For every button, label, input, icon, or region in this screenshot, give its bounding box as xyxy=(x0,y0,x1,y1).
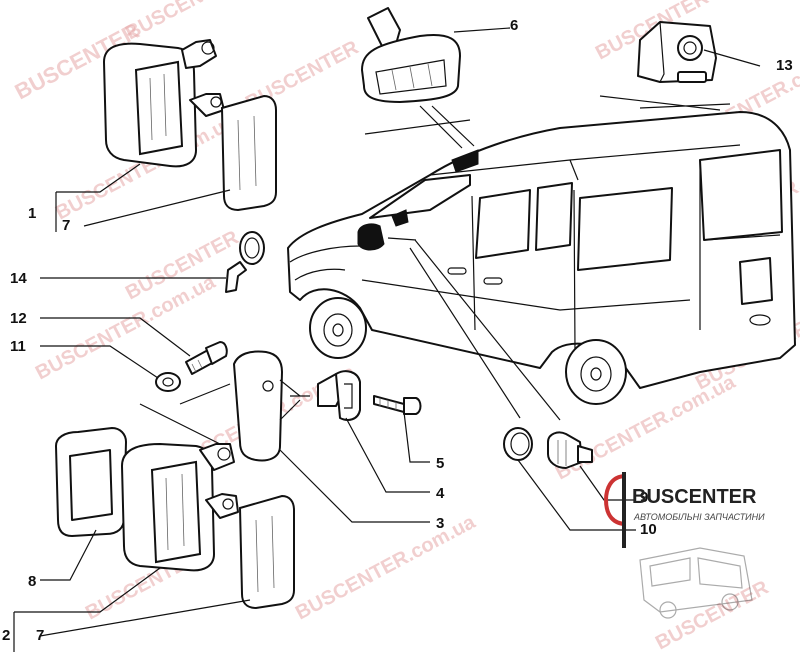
screw-part-5 xyxy=(373,395,422,415)
bolt-part-12 xyxy=(185,341,228,375)
housing-frame xyxy=(55,427,127,537)
callout-7: 7 xyxy=(62,217,70,234)
callout-labels: 1 7 14 12 11 6 13 5 4 3 9 10 8 2 7 xyxy=(2,17,793,644)
callout-13: 13 xyxy=(776,57,793,74)
watermark-text: BUSCENTER.com.ua xyxy=(292,511,480,625)
ring-part-10 xyxy=(503,427,533,461)
mirror-glass-bottom xyxy=(238,494,295,610)
callout-11: 11 xyxy=(10,338,26,355)
van-illustration xyxy=(287,111,796,421)
cover-part-3 xyxy=(233,350,301,462)
callout-9: 9 xyxy=(640,489,648,506)
mirror-glass-top xyxy=(220,94,277,212)
logo-brand: BUSCENTER xyxy=(632,486,757,508)
buscenter-logo: BUSCENTER АВТОМОБІЛЬНІ ЗАПЧАСТИНИ xyxy=(603,472,765,619)
mirror-bracket xyxy=(225,231,265,293)
leader-lines xyxy=(13,27,761,652)
callout-4: 4 xyxy=(436,485,445,502)
callout-8: 8 xyxy=(28,573,36,590)
callout-5: 5 xyxy=(436,455,444,472)
mirror-assembly-top xyxy=(103,39,225,168)
callout-1: 1 xyxy=(28,205,36,222)
callout-14: 14 xyxy=(10,270,27,287)
washer-part-11 xyxy=(155,372,181,392)
watermark-text: BUSCENTER.com.ua xyxy=(122,0,310,44)
callout-12: 12 xyxy=(10,310,27,327)
mirror-switch xyxy=(599,21,731,111)
callout-6: 6 xyxy=(510,17,518,34)
callout-10: 10 xyxy=(640,521,657,538)
callout-2: 2 xyxy=(2,627,10,644)
callout-7-bottom: 7 xyxy=(36,627,44,644)
grommet-part-4 xyxy=(317,370,361,421)
rear-view-mirror xyxy=(361,7,475,149)
logo-tagline: АВТОМОБІЛЬНІ ЗАПЧАСТИНИ xyxy=(633,512,765,522)
mirror-assembly-bottom xyxy=(121,383,310,572)
callout-3: 3 xyxy=(436,515,444,532)
plug-part-9 xyxy=(547,431,593,469)
watermark-text: BUSCENTER xyxy=(652,576,773,654)
